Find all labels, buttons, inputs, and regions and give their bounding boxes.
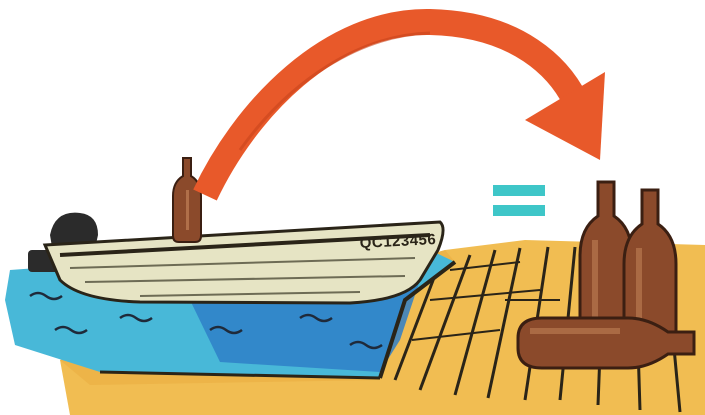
boat-icon: QC123456 [28,213,443,303]
equals-sign-icon [493,185,545,216]
curved-arrow-icon [205,22,605,195]
beer-bottle-icon [173,158,201,242]
